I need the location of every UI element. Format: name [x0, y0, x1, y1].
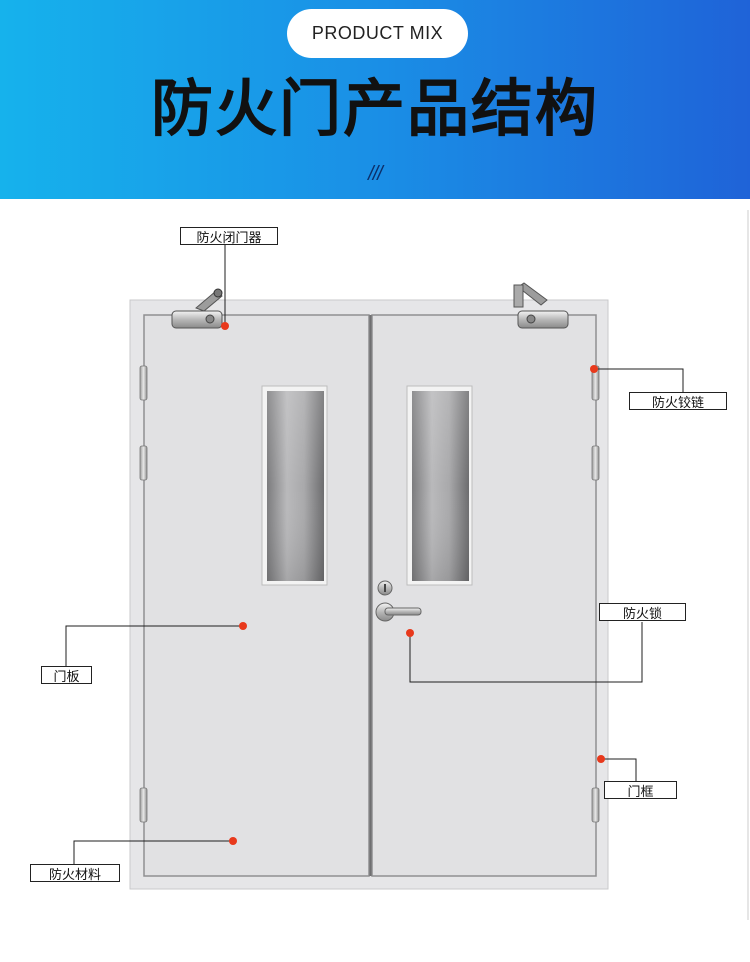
- lock-cylinder-icon: [377, 580, 393, 596]
- label-fire-material: 防火材料: [30, 864, 120, 883]
- right-edge-line: [747, 210, 749, 920]
- left-window: [261, 385, 328, 586]
- label-door-closer: 防火闭门器: [180, 227, 278, 246]
- label-door-panel: 门板: [41, 666, 92, 685]
- header-banner: PRODUCT MIX 防火门产品结构 ///: [0, 0, 750, 199]
- left-door-closer-icon: [171, 288, 223, 329]
- left-door-leaf: [143, 314, 370, 877]
- product-mix-pill: PRODUCT MIX: [287, 9, 468, 58]
- right-door-leaf: [371, 314, 597, 877]
- callout-dots: [221, 322, 605, 845]
- leader-lines: [65, 244, 684, 864]
- title-divider: ///: [368, 163, 383, 185]
- right-door-closer-icon: [513, 282, 569, 329]
- right-window: [406, 385, 473, 586]
- label-hinge: 防火铰链: [629, 392, 727, 411]
- hinge-icon: [139, 365, 600, 823]
- door-handle-icon: [375, 602, 422, 622]
- page-title: 防火门产品结构: [150, 72, 599, 145]
- label-lock: 防火锁: [599, 603, 686, 622]
- label-door-frame: 门框: [604, 781, 677, 800]
